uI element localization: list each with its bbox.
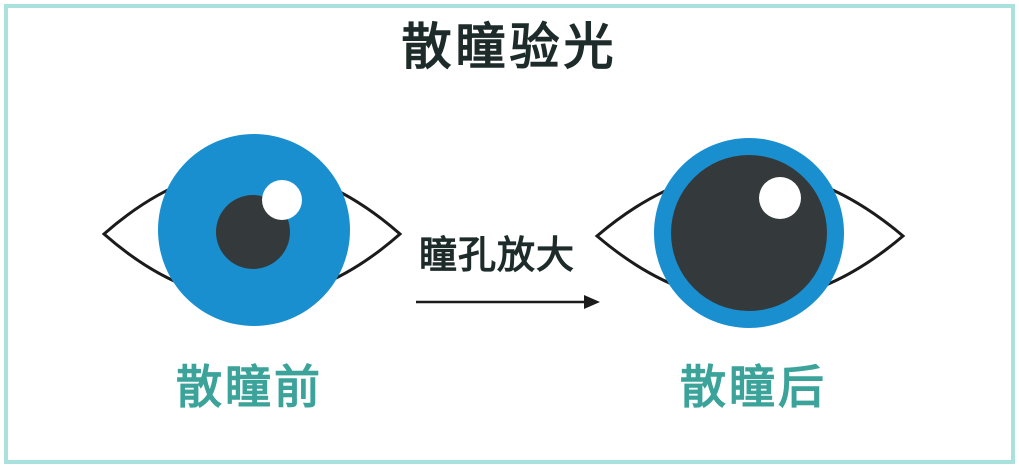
eye-before-dilation-icon (101, 134, 403, 326)
before-dilation-caption: 散瞳前 (176, 360, 323, 414)
pupil-dilation-label: 瞳孔放大 (419, 233, 576, 277)
eye-after-dilation-icon (594, 138, 906, 328)
after-dilation-caption: 散瞳后 (680, 360, 827, 414)
right-arrow-icon (416, 295, 600, 309)
highlight (759, 177, 801, 219)
highlight (262, 180, 302, 220)
pupil (671, 155, 827, 311)
page-title: 散瞳验光 (401, 18, 618, 76)
